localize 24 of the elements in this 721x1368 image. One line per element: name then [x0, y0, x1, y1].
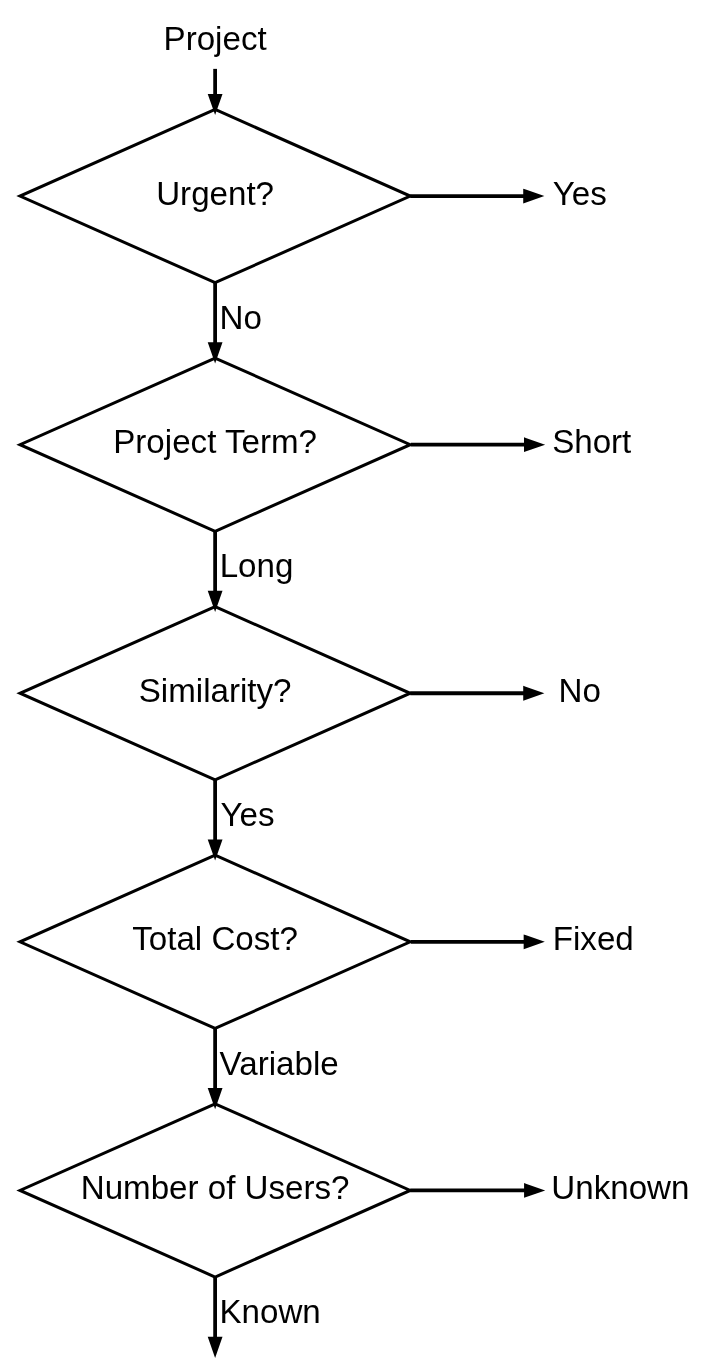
arrow [410, 437, 546, 453]
node-text: No [558, 671, 601, 709]
node-diamond: Total Cost? [16, 853, 414, 1031]
arrow [410, 934, 545, 950]
edge-label: Known [219, 1293, 321, 1331]
node-text: Yes [552, 174, 607, 212]
arrow [207, 531, 223, 612]
node-text: Unknown [551, 1168, 690, 1206]
arrow [207, 1028, 223, 1110]
edge-label: Long [219, 547, 294, 585]
node-text: Fixed [552, 920, 634, 958]
edge-label: Variable [219, 1044, 339, 1082]
node-text: Project [163, 20, 267, 58]
arrow [207, 68, 223, 116]
node-diamond: Project Term? [16, 356, 414, 533]
edge-label: No [219, 298, 262, 336]
arrow [207, 1277, 223, 1358]
node-text: Short [552, 423, 632, 461]
arrow [207, 282, 223, 364]
arrow [410, 1183, 546, 1198]
arrow [410, 685, 545, 701]
arrow [410, 188, 545, 204]
edge-label: Yes [220, 795, 275, 833]
arrow [207, 779, 223, 861]
